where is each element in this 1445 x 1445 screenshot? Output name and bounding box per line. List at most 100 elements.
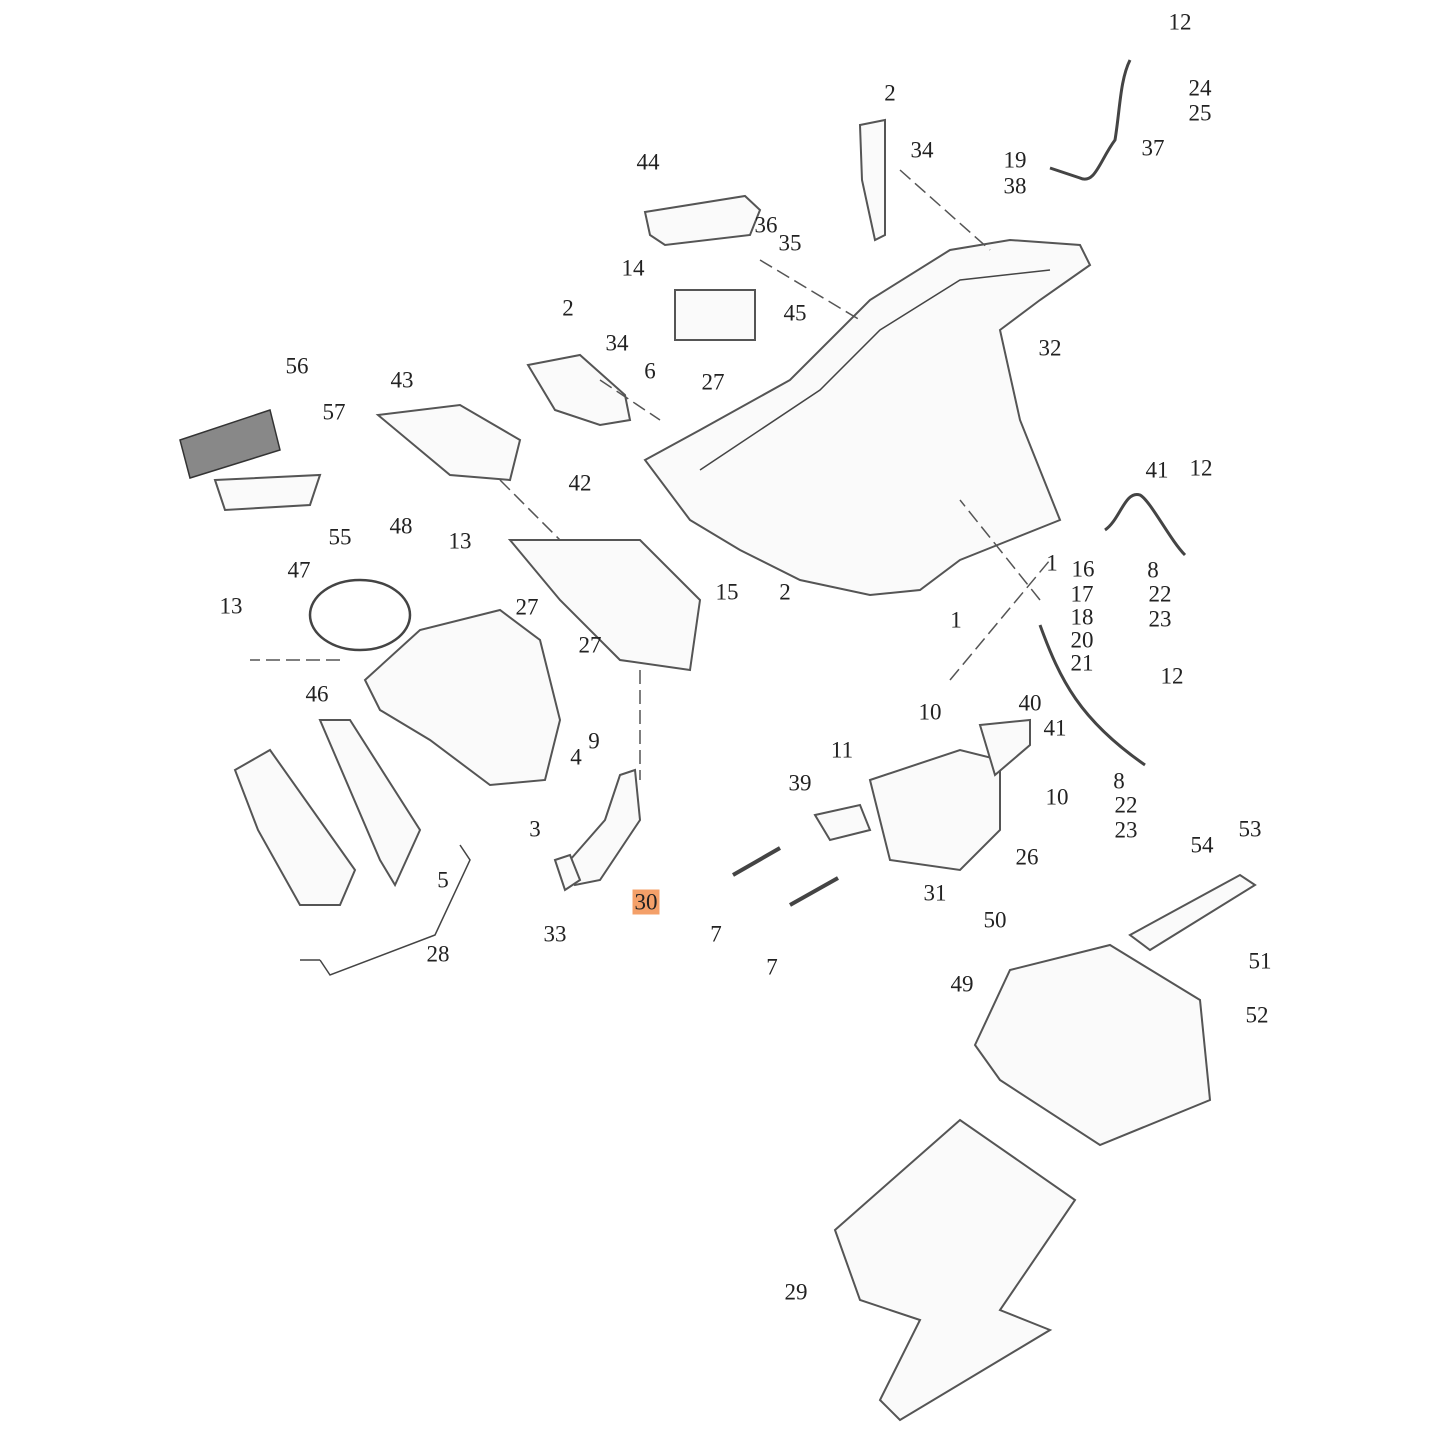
callout-label-highlighted: 30 bbox=[632, 889, 660, 915]
callout-label: 27 bbox=[578, 632, 602, 658]
callout-label: 13 bbox=[219, 593, 243, 619]
callout-label: 27 bbox=[515, 594, 539, 620]
part-40 bbox=[978, 718, 1031, 777]
callout-label: 15 bbox=[715, 579, 739, 605]
stud-7a bbox=[732, 846, 781, 877]
callout-label: 2 bbox=[884, 80, 896, 106]
callout-label: 48 bbox=[389, 513, 413, 539]
part-43 bbox=[375, 403, 522, 482]
callout-label: 9 bbox=[588, 728, 600, 754]
callout-label: 54 bbox=[1190, 832, 1214, 858]
callout-label: 44 bbox=[636, 149, 660, 175]
callout-label: 25 bbox=[1188, 100, 1212, 126]
callout-label: 43 bbox=[390, 367, 414, 393]
callout-label: 29 bbox=[784, 1279, 808, 1305]
callout-label: 22 bbox=[1148, 581, 1172, 607]
callout-label: 41 bbox=[1145, 457, 1169, 483]
part-53 bbox=[1128, 873, 1257, 952]
bracket-34 bbox=[526, 353, 632, 427]
callout-label: 51 bbox=[1248, 948, 1272, 974]
part-44 bbox=[643, 194, 762, 247]
callout-label: 5 bbox=[437, 867, 449, 893]
callout-label: 12 bbox=[1168, 9, 1192, 35]
bracket-28 bbox=[300, 844, 471, 976]
callout-label: 56 bbox=[285, 353, 309, 379]
callout-label: 32 bbox=[1038, 335, 1062, 361]
callout-label: 8 bbox=[1113, 768, 1125, 794]
callout-label: 7 bbox=[710, 921, 722, 947]
callout-label: 2 bbox=[779, 579, 791, 605]
callout-label: 17 bbox=[1070, 581, 1094, 607]
callout-label: 6 bbox=[644, 358, 656, 384]
callout-label: 46 bbox=[305, 681, 329, 707]
callout-label: 4 bbox=[570, 744, 582, 770]
panel-28a bbox=[233, 748, 357, 906]
housing-46 bbox=[363, 608, 562, 787]
inner-fairing-frame bbox=[643, 238, 1092, 597]
callout-label: 33 bbox=[543, 921, 567, 947]
callout-label: 22 bbox=[1114, 792, 1138, 818]
callout-label: 13 bbox=[448, 528, 472, 554]
callout-label: 39 bbox=[788, 770, 812, 796]
callout-label: 10 bbox=[1045, 784, 1069, 810]
callout-label: 38 bbox=[1003, 173, 1027, 199]
callout-label: 52 bbox=[1245, 1002, 1269, 1028]
part-42 bbox=[507, 539, 702, 672]
bracket-29 bbox=[833, 1118, 1077, 1422]
callout-label: 34 bbox=[910, 137, 934, 163]
callout-label: 35 bbox=[778, 230, 802, 256]
part-33 bbox=[553, 853, 582, 892]
radio-49 bbox=[973, 943, 1212, 1147]
panel-28b bbox=[318, 719, 422, 888]
callout-label: 31 bbox=[923, 880, 947, 906]
callout-label: 23 bbox=[1114, 817, 1138, 843]
part-39 bbox=[813, 803, 872, 842]
callout-label: 18 bbox=[1070, 604, 1094, 630]
callout-label: 23 bbox=[1148, 606, 1172, 632]
harness-37 bbox=[1049, 59, 1132, 181]
callout-label: 10 bbox=[918, 699, 942, 725]
callout-label: 53 bbox=[1238, 816, 1262, 842]
callout-label: 27 bbox=[701, 369, 725, 395]
bracket-34-top bbox=[858, 118, 886, 242]
callout-label: 12 bbox=[1160, 663, 1184, 689]
callout-label: 40 bbox=[1018, 690, 1042, 716]
callout-label: 55 bbox=[328, 524, 352, 550]
callout-label: 19 bbox=[1003, 147, 1027, 173]
callout-label: 2 bbox=[562, 295, 574, 321]
part-57 bbox=[213, 473, 322, 512]
callout-label: 37 bbox=[1141, 135, 1165, 161]
callout-label: 20 bbox=[1070, 627, 1094, 653]
ring-47 bbox=[308, 578, 412, 652]
callout-label: 26 bbox=[1015, 844, 1039, 870]
stud-7b bbox=[789, 876, 839, 907]
callout-label: 8 bbox=[1147, 557, 1159, 583]
callout-label: 47 bbox=[287, 557, 311, 583]
callout-label: 41 bbox=[1043, 715, 1067, 741]
callout-label: 14 bbox=[621, 255, 645, 281]
callout-label: 50 bbox=[983, 907, 1007, 933]
part-45 bbox=[674, 289, 756, 341]
callout-label: 16 bbox=[1071, 556, 1095, 582]
callout-label: 24 bbox=[1188, 75, 1212, 101]
alignment-lines bbox=[250, 169, 1051, 780]
grille-56 bbox=[179, 409, 281, 479]
callout-label: 12 bbox=[1189, 455, 1213, 481]
harness-41-lower bbox=[1038, 624, 1146, 767]
callout-label: 7 bbox=[766, 954, 778, 980]
callout-label: 36 bbox=[754, 212, 778, 238]
callout-label: 28 bbox=[426, 941, 450, 967]
callout-label: 11 bbox=[830, 737, 854, 763]
callout-label: 45 bbox=[783, 300, 807, 326]
callout-label: 3 bbox=[529, 816, 541, 842]
frame-detail bbox=[699, 269, 1051, 471]
callout-label: 34 bbox=[605, 330, 629, 356]
harness-41-upper bbox=[1104, 493, 1187, 557]
callout-label: 1 bbox=[1046, 550, 1058, 576]
callout-label: 57 bbox=[322, 399, 346, 425]
callout-label: 49 bbox=[950, 971, 974, 997]
arm-30 bbox=[568, 768, 642, 887]
mount-31 bbox=[868, 748, 1001, 872]
